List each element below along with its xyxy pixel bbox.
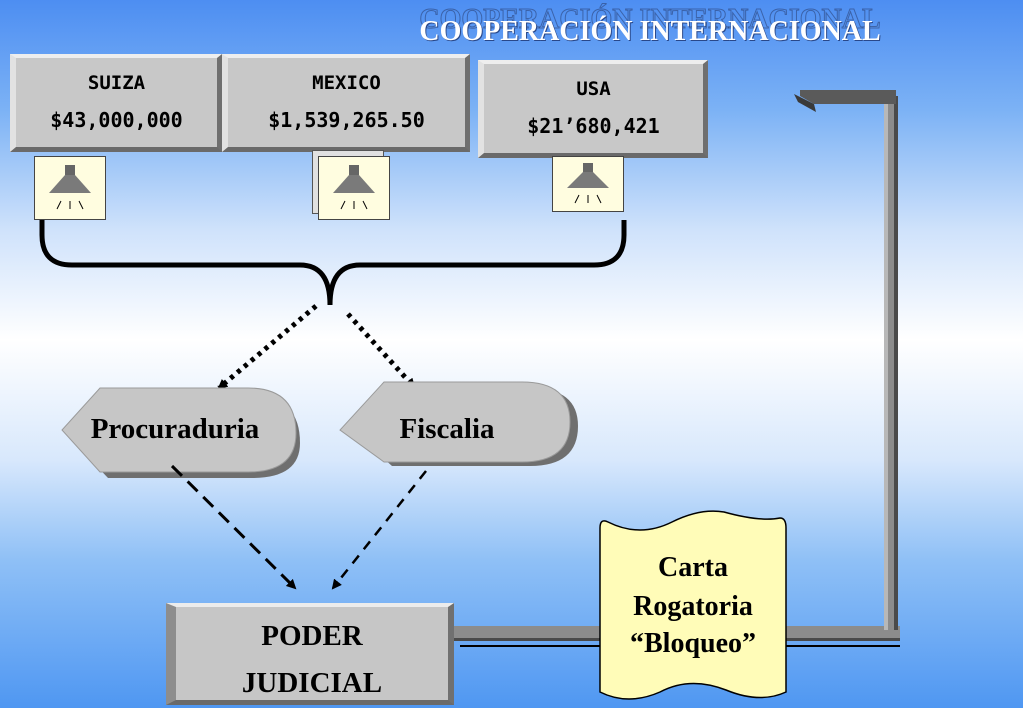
country-amount: $1,539,265.50 (268, 108, 425, 132)
country-amount: $21’680,421 (527, 114, 660, 138)
dashed-arrow-fiscalia-to-poder (331, 470, 427, 590)
procuraduria-label: Procuraduria (90, 413, 260, 445)
connector-pipe-top (800, 90, 896, 104)
spotlight-icon (318, 156, 390, 220)
title-shadow: COOPERACIÓN INTERNACIONAL (419, 4, 881, 36)
country-name: MEXICO (312, 72, 381, 94)
document-shape (599, 510, 787, 700)
page-title: COOPERACIÓN INTERNACIONAL (419, 16, 881, 47)
country-name: USA (576, 78, 611, 100)
brace-connector (39, 220, 627, 306)
poder-judicial-line1: PODER (261, 620, 363, 652)
poder-judicial-box: PODER JUDICIAL (166, 603, 454, 705)
procuraduria-shape (61, 387, 297, 473)
country-box-usa: USA $21’680,421 (478, 60, 708, 158)
dashed-arrow-procuraduria-to-poder (170, 464, 297, 590)
poder-judicial-line2: JUDICIAL (241, 667, 383, 699)
country-box-mexico: MEXICO $1,539,265.50 (222, 54, 470, 152)
country-box-suiza: SUIZA $43,000,000 (10, 54, 222, 152)
country-name: SUIZA (87, 72, 146, 94)
spotlight-icon (552, 156, 624, 212)
fiscalia-label: Fiscalia (399, 413, 495, 445)
document-line1: Carta (658, 552, 728, 583)
dotted-arrow-to-fiscalia (346, 312, 416, 389)
document-line2: Rogatoria (633, 591, 753, 622)
fiscalia-shape (339, 381, 571, 463)
document-line3: “Bloqueo” (629, 628, 757, 659)
dotted-arrow-to-procuraduria (217, 304, 318, 390)
country-amount: $43,000,000 (50, 108, 183, 132)
spotlight-icon (34, 156, 106, 220)
